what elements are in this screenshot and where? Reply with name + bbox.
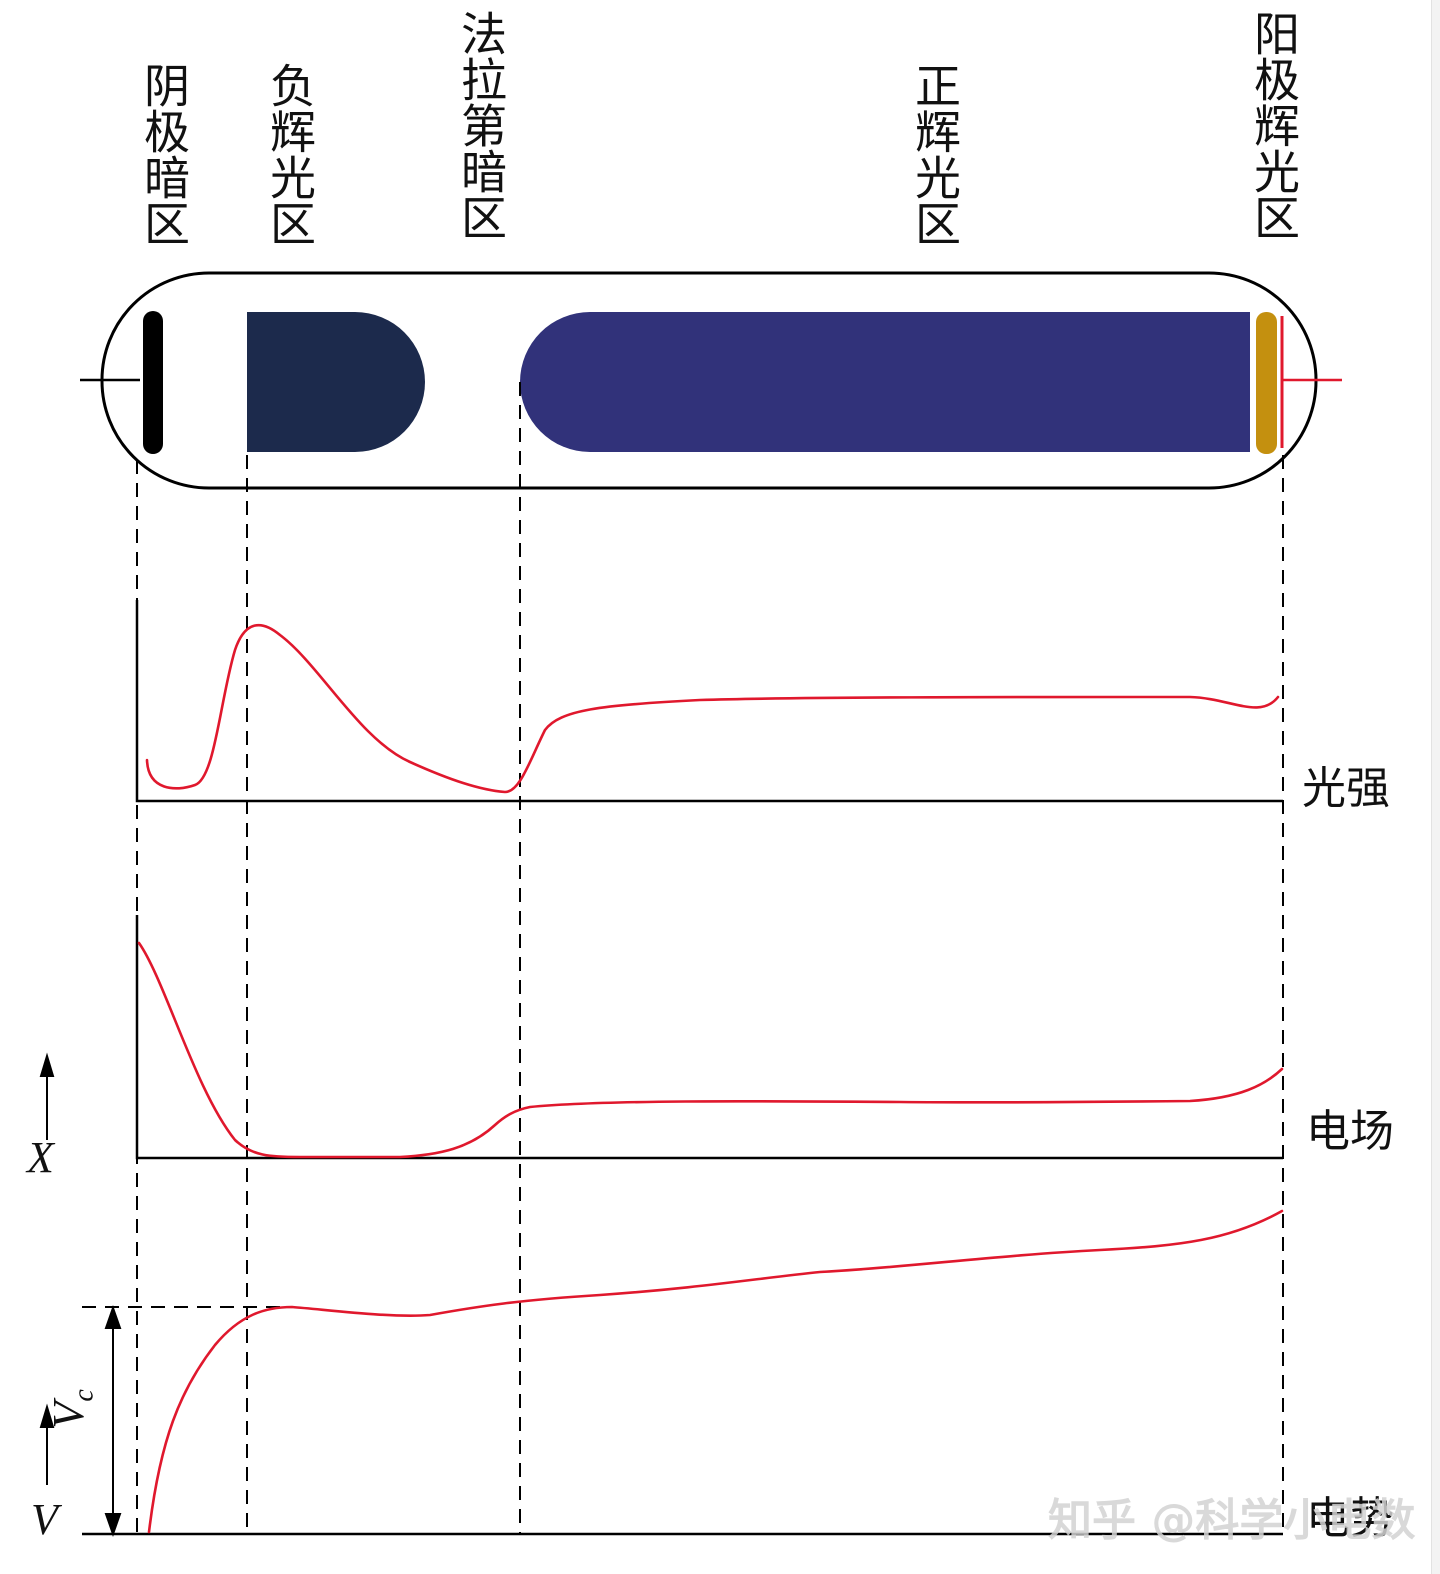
label-potential: 电势 (1306, 1493, 1394, 1544)
boundary-lines (82, 382, 1284, 1535)
cathode-fall-subscript: c (68, 1389, 100, 1402)
electric-field-curve (137, 941, 1284, 1159)
curves (137, 623, 1284, 1534)
light-axes (135, 600, 1283, 803)
label-light-intensity: 光强 (1302, 763, 1390, 814)
watermark: 知乎 @科学小电数 (1048, 1495, 1416, 1546)
label-faraday-dark-space: 法拉第暗区 (454, 10, 508, 240)
cathode-electrode (143, 311, 163, 454)
page-edge-strip (1431, 0, 1440, 1574)
field-arrow-head (39, 1052, 55, 1077)
positive-column-region (520, 312, 1250, 452)
label-positive-column: 正辉光区 (908, 62, 962, 246)
field-axis-symbol: X (27, 1133, 54, 1182)
anode-glow-region (1256, 312, 1277, 454)
axis-arrows (39, 1052, 122, 1538)
cathode-fall-symbol: Vc (43, 1389, 101, 1428)
plot-axes (82, 600, 1283, 1536)
discharge-tube (80, 271, 1342, 490)
label-anode-glow: 阳极辉光区 (1247, 10, 1301, 240)
field-axes (135, 915, 1283, 1160)
potential-axis-symbol: V (31, 1495, 58, 1544)
cathode-fall-letter: V (43, 1401, 93, 1429)
negative-glow-region (247, 312, 425, 452)
cathode-fall-arrow-bottom (104, 1513, 122, 1538)
label-cathode-dark-space: 阴极暗区 (137, 62, 191, 246)
label-electric-field: 电场 (1306, 1106, 1394, 1157)
cathode-fall-arrow-top (104, 1304, 122, 1329)
potential-curve (147, 1209, 1284, 1534)
label-negative-glow: 负辉光区 (263, 62, 317, 246)
potential-arrow-head (39, 1403, 55, 1428)
light-intensity-curve (145, 623, 1280, 794)
